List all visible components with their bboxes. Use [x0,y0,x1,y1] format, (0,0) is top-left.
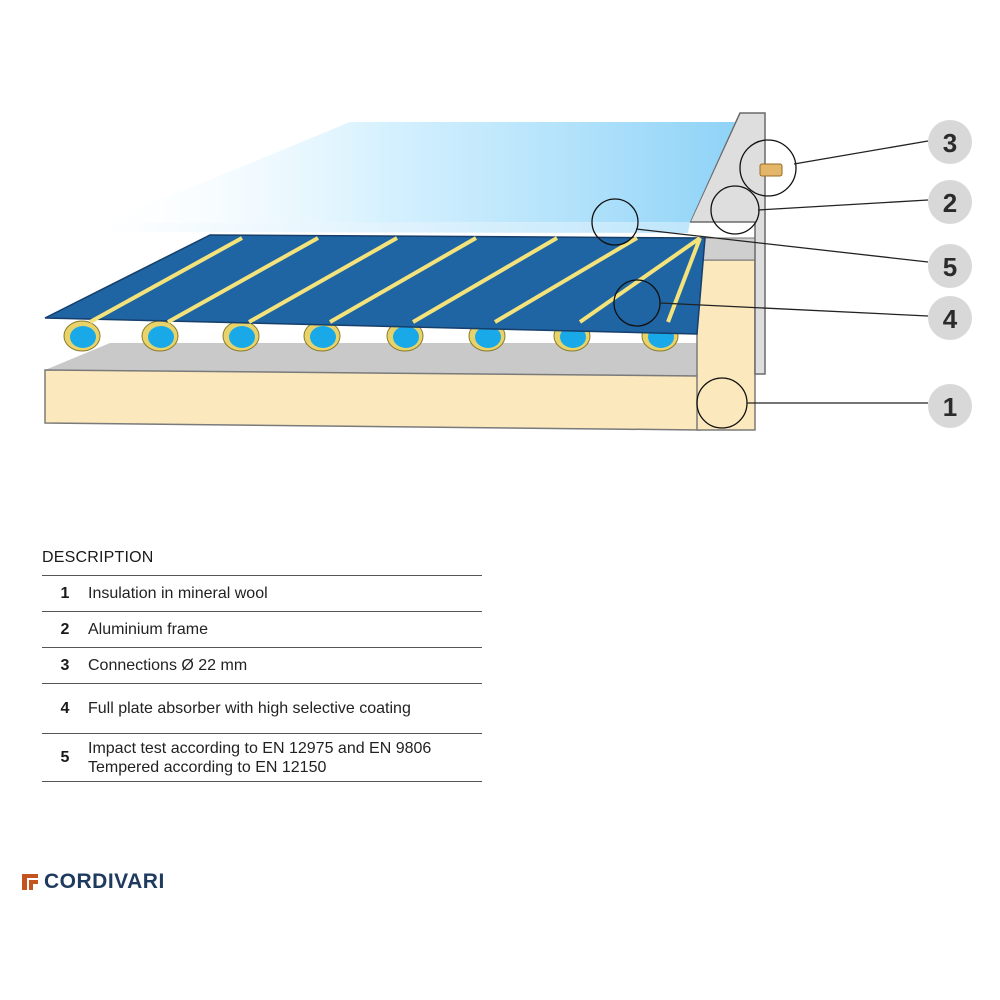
marker-circle-3 [739,139,797,197]
frame-insulation-block [696,259,756,431]
row-text: Full plate absorber with high selective … [88,700,411,717]
row-number: 5 [60,748,70,766]
svg-text:4: 4 [943,304,958,334]
absorber-stripe-5 [411,236,559,324]
callout-1: 1 [928,384,972,428]
description-table: DESCRIPTION 1 Insulation in mineral wool… [42,549,482,782]
absorber-stripe-2 [167,236,319,324]
svg-text:3: 3 [943,128,957,158]
row-text: Insulation in mineral wool [88,585,268,602]
aluminium-frame [688,112,766,375]
tube-3 [229,326,255,348]
svg-text:5: 5 [943,252,957,282]
logo-text: CORDIVARI [44,870,165,893]
leader-line-5 [635,228,929,263]
callout-4: 4 [928,296,972,340]
absorber-plate [44,234,706,335]
row-text: Aluminium frame [88,621,209,638]
tube-5 [393,326,419,348]
row-number: 1 [60,584,70,602]
tube-1 [70,326,96,348]
mineral-wool-insulation [44,369,701,431]
description-row-3: 3 Connections Ø 22 mm [42,648,482,684]
solar-collector-cross-section-diagram: 3 2 5 4 1 [44,112,972,431]
connection-pipe [759,163,783,177]
tube-6 [475,326,501,348]
row-text-line-2: Tempered according to EN 12150 [88,758,327,776]
row-text-line-1: Impact test according to EN 12975 and EN… [88,739,432,757]
row-number: 3 [60,656,70,674]
absorber-stripes [89,236,702,324]
description-row-1: 1 Insulation in mineral wool [42,576,482,612]
absorber-stripe-3 [248,236,398,324]
description-row-2: 2 Aluminium frame [42,612,482,648]
leader-line-3 [793,140,929,165]
glass-cover-edge [103,222,690,233]
row-number: 2 [60,620,70,638]
description-row-5: 5 Impact test according to EN 12975 and … [42,734,482,782]
callout-5: 5 [928,244,972,288]
insulation-top-surface [45,343,700,376]
cordivari-logo-icon [22,874,38,890]
row-number: 4 [60,699,70,717]
row-text: Connections Ø 22 mm [88,657,248,674]
absorber-stripe-4 [329,236,477,324]
tube-4 [310,326,336,348]
description-row-4: 4 Full plate absorber with high selectiv… [42,684,482,734]
glass-cover [105,122,735,223]
absorber-stripe-6 [493,236,639,324]
tube-2 [148,326,174,348]
svg-text:2: 2 [943,188,957,218]
leader-line-2 [757,199,929,211]
callout-2: 2 [928,180,972,224]
marker-circle-5 [591,198,639,246]
svg-text:1: 1 [943,392,957,422]
leader-line-4 [659,302,929,317]
callout-3: 3 [928,120,972,164]
absorber-stripe-8 [666,237,702,323]
description-heading: DESCRIPTION [42,549,482,576]
absorber-stripe-1 [89,236,243,324]
cordivari-logo: CORDIVARI [20,870,165,894]
